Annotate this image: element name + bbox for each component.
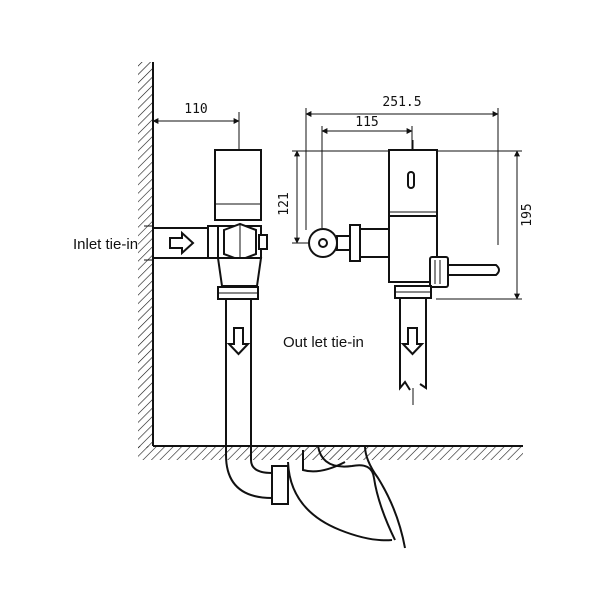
flush-handle-icon (447, 264, 500, 276)
outlet-arrow-icon-right (400, 327, 425, 356)
floor (138, 445, 523, 460)
dimension-121: 121 (277, 150, 388, 244)
inlet-label: Inlet tie-in (73, 236, 138, 253)
dimension-label-195: 195 (520, 203, 535, 226)
outlet-label: Out let tie-in (283, 334, 364, 351)
dimension-label-110: 110 (184, 102, 207, 117)
dimension-195: 195 (436, 150, 535, 300)
dimension-115: 115 (321, 115, 413, 228)
dimension-label-251-5: 251.5 (382, 95, 421, 110)
inlet-arrow-icon (169, 230, 195, 256)
outlet-arrow-icon (226, 327, 251, 356)
left-valve-unit (144, 149, 273, 499)
dimension-label-115: 115 (355, 115, 378, 130)
right-valve-unit (308, 140, 500, 405)
sensor-window-icon (407, 171, 415, 189)
toilet-bowl (271, 445, 406, 549)
dimension-110: 110 (152, 102, 240, 150)
wall (138, 62, 154, 448)
dimension-251-5: 251.5 (305, 95, 499, 245)
dimension-label-121: 121 (277, 192, 292, 215)
